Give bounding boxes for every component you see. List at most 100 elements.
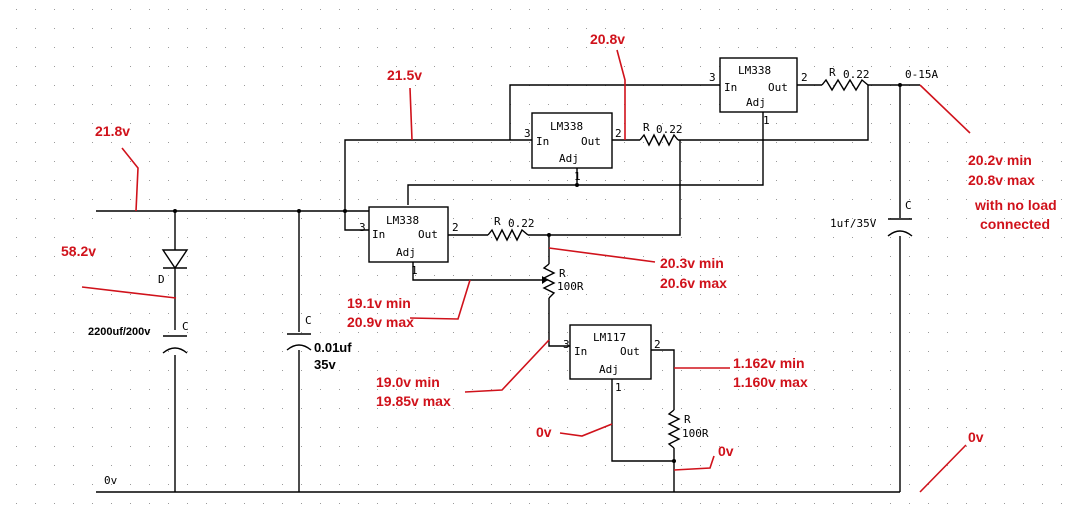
- regulator-body: [531, 112, 613, 169]
- junctions: [173, 83, 902, 463]
- annotation-adj-max: 20.9v max: [347, 314, 414, 330]
- resistor-value: 0.22: [656, 123, 683, 136]
- feed-mid-reg: [344, 139, 532, 211]
- annotation-output-max: 20.8v max: [968, 172, 1035, 188]
- resistor-mid: R 0.22: [639, 121, 683, 147]
- pin-number: 2: [801, 71, 808, 84]
- junction-dot: [898, 83, 902, 87]
- annotation-line: [919, 444, 967, 493]
- diode: D: [158, 249, 189, 286]
- low-node-to-bus: [549, 140, 681, 236]
- resistor-zigzag: [639, 133, 679, 147]
- resistor-bottom: R 100R: [667, 409, 709, 449]
- bulk-cap-value: 2200uf/200v: [88, 326, 151, 338]
- output-capacitor: C 1uf/35V: [830, 199, 913, 237]
- pin-number: 3: [563, 338, 570, 351]
- grid-dots: [16, 9, 1062, 504]
- junction-dot: [343, 209, 347, 213]
- resistor-zigzag: [821, 78, 869, 92]
- pot-wiper-arrow: [542, 276, 548, 284]
- ground-label: 0v: [104, 474, 118, 487]
- annotation-line: [919, 84, 971, 134]
- potentiometer: R 100R: [540, 263, 584, 299]
- annotation-line: [559, 423, 613, 437]
- resistor-value: 0.22: [843, 68, 870, 81]
- low-adj-to-wiper: [412, 262, 540, 281]
- pin-adj-label: Adj: [559, 152, 579, 165]
- cap-plate-curved: [887, 230, 913, 237]
- resistor-top: R 0.22: [821, 66, 870, 92]
- pin-out-label: Out: [418, 228, 438, 241]
- annotation-r-bottom: 0v: [718, 443, 734, 459]
- bulk-cap-ref: C: [182, 320, 189, 333]
- annotations: 21.8v 58.2v 21.5v 20.8v 20.2v min 20.8v …: [61, 31, 1057, 459]
- regulator-name: LM338: [386, 214, 419, 227]
- pin-number: 3: [709, 71, 716, 84]
- pin-in-label: In: [724, 81, 737, 94]
- cap-plate-curved: [286, 344, 312, 351]
- annotation-rail-voltage: 21.5v: [387, 67, 422, 83]
- pot-to-lm117-in: [548, 298, 570, 347]
- annotation-line: [409, 279, 471, 320]
- wires: [96, 84, 920, 493]
- cap-plate-curved: [162, 347, 188, 354]
- junction-dot: [173, 209, 177, 213]
- annotation-line: [673, 455, 715, 471]
- annotation-diode-voltage: 58.2v: [61, 243, 96, 259]
- regulator-body: [368, 206, 449, 263]
- bulk-capacitor: C 2200uf/200v: [88, 320, 189, 354]
- resistor-zigzag: [487, 228, 529, 242]
- annotation-line: [464, 339, 550, 393]
- small-cap-value: 0.01uf: [314, 340, 352, 355]
- regulator-lm117: LM117 In Out Adj 3 2 1: [563, 324, 661, 394]
- junction-dot: [575, 183, 579, 187]
- pot-value: 100R: [557, 280, 584, 293]
- small-cap-voltage: 35v: [314, 357, 336, 372]
- pin-number: 2: [452, 221, 459, 234]
- annotation-lm117-out-max: 1.160v max: [733, 374, 808, 390]
- pin-number: 3: [524, 127, 531, 140]
- feed-top-reg: [509, 84, 720, 140]
- pin-in-label: In: [536, 135, 549, 148]
- annotation-ground: 0v: [968, 429, 984, 445]
- mid-adj-wire: [407, 168, 578, 205]
- annotation-line: [409, 87, 413, 141]
- resistor-value: 0.22: [508, 217, 535, 230]
- resistor-ref: R: [494, 215, 501, 228]
- annotation-line: [81, 286, 177, 299]
- annotation-adj-min: 19.1v min: [347, 295, 411, 311]
- pin-number: 1: [574, 170, 581, 183]
- junction-dot: [547, 233, 551, 237]
- regulator-top: LM338 In Out Adj 3 2 1: [709, 57, 808, 127]
- annotation-lines: [81, 49, 971, 493]
- regulator-name: LM338: [738, 64, 771, 77]
- pin-adj-label: Adj: [396, 246, 416, 259]
- out-cap-ref: C: [905, 199, 912, 212]
- diode-label: D: [158, 273, 165, 286]
- pin-number: 2: [615, 127, 622, 140]
- pin-in-label: In: [372, 228, 385, 241]
- junction-dot: [297, 209, 301, 213]
- regulator-body: [569, 324, 652, 380]
- regulator-low: LM338 In Out Adj 3 2 1: [359, 206, 459, 277]
- annotation-low-out-max: 20.6v max: [660, 275, 727, 291]
- annotation-line: [121, 147, 139, 212]
- annotation-lm117-in-min: 19.0v min: [376, 374, 440, 390]
- annotation-output-min: 20.2v min: [968, 152, 1032, 168]
- pin-out-label: Out: [768, 81, 788, 94]
- pin-out-label: Out: [620, 345, 640, 358]
- mid-r-to-output: [678, 85, 869, 141]
- pin-number: 3: [359, 221, 366, 234]
- annotation-lm117-in-max: 19.85v max: [376, 393, 451, 409]
- pin-number: 1: [615, 381, 622, 394]
- annotation-input-voltage: 21.8v: [95, 123, 130, 139]
- resistor-zigzag: [667, 409, 681, 449]
- small-capacitor: C 0.01uf 35v: [286, 314, 352, 372]
- pin-in-label: In: [574, 345, 587, 358]
- pot-ref: R: [559, 267, 566, 280]
- lm117-out-wire: [651, 349, 675, 410]
- annotation-lm117-out-min: 1.162v min: [733, 355, 805, 371]
- pin-number: 1: [411, 264, 418, 277]
- regulator-mid: LM338 In Out Adj 3 2 1: [524, 112, 622, 183]
